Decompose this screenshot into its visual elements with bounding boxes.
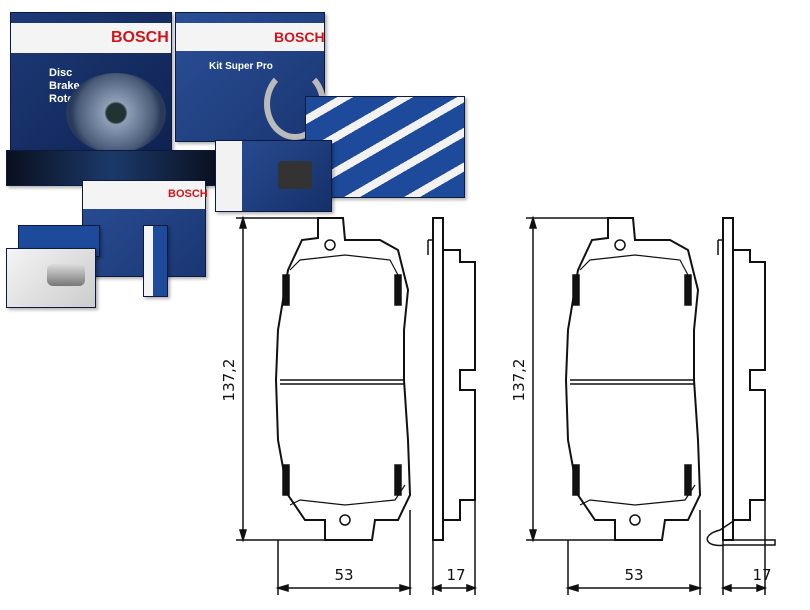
clip [282, 274, 290, 306]
height-label-right: 137,2 [510, 359, 528, 402]
arrow-icon [238, 529, 248, 543]
brake-shoe-kit-box: BOSCH Kit Super Pro [175, 12, 326, 142]
kit-title: Kit Super Pro [209, 61, 273, 72]
pad-drawing-right [525, 217, 776, 596]
height-label-left: 137,2 [220, 359, 238, 402]
clip [394, 464, 402, 496]
pad-drawing-left [236, 215, 478, 595]
arrow-icon [238, 215, 248, 229]
disc-rotor-image [66, 73, 166, 153]
spark-plug-single-box [143, 225, 168, 297]
disc-rotor-box: BOSCH Disc Brake Rotor [10, 12, 172, 162]
brand-logo: BOSCH [111, 29, 169, 46]
thickness-label-right: 17 [752, 566, 771, 584]
rotor-title-1: Disc [49, 67, 73, 79]
rotor-title-2: Brake [49, 80, 80, 92]
wear-sensor-wire [706, 519, 776, 547]
pad-front-outline [274, 217, 412, 541]
pad-side-outline [432, 217, 476, 541]
pump-image [47, 264, 85, 286]
pad-image [278, 161, 312, 189]
clip [394, 274, 402, 306]
width-label-right: 53 [624, 566, 643, 584]
brake-pads-box [215, 140, 332, 212]
fuel-pump-box [6, 248, 96, 308]
brand-logo: BOSCH [168, 188, 208, 200]
thickness-label-left: 17 [446, 566, 465, 584]
width-label-left: 53 [334, 566, 353, 584]
brand-logo: BOSCH [274, 29, 325, 45]
clip [282, 464, 290, 496]
